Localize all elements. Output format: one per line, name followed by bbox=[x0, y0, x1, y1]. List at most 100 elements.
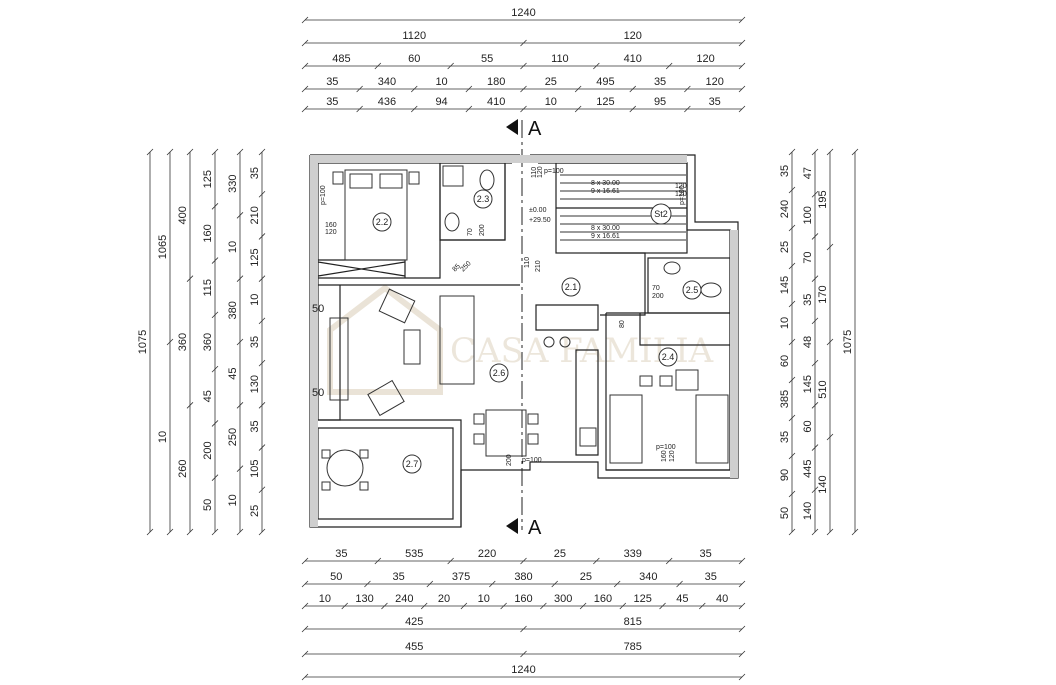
svg-text:±0.00: ±0.00 bbox=[529, 207, 547, 214]
cooktop-icon bbox=[543, 336, 555, 348]
svg-text:250: 250 bbox=[459, 260, 472, 273]
dimension-value: 95 bbox=[654, 96, 666, 108]
dimension-value: 380 bbox=[227, 301, 239, 319]
toilet-icon bbox=[479, 169, 495, 191]
dimension-value: 240 bbox=[779, 200, 791, 218]
dimension-value: 10 bbox=[319, 593, 331, 605]
svg-text:120: 120 bbox=[675, 183, 687, 190]
dimension-value: 210 bbox=[249, 206, 261, 224]
room-2-2: 2.2 bbox=[372, 212, 392, 232]
svg-text:St2: St2 bbox=[654, 209, 668, 219]
svg-text:50: 50 bbox=[312, 303, 324, 315]
dimension-value: 60 bbox=[802, 420, 814, 432]
dimension-value: 510 bbox=[817, 380, 829, 398]
dimension-value: 45 bbox=[202, 390, 214, 402]
svg-text:p=100: p=100 bbox=[656, 444, 676, 451]
svg-text:A: A bbox=[528, 118, 542, 140]
dimension-value: 200 bbox=[202, 441, 214, 459]
svg-text:p=100: p=100 bbox=[544, 168, 564, 175]
dimension-value: 130 bbox=[355, 593, 373, 605]
dimension-value: 445 bbox=[802, 459, 814, 477]
furniture bbox=[321, 165, 729, 491]
dimension-value: 10 bbox=[157, 431, 169, 443]
dimension-value: 410 bbox=[624, 53, 642, 65]
dimension-value: 145 bbox=[802, 375, 814, 393]
dimension-value: 50 bbox=[330, 571, 342, 583]
dimension-value: 180 bbox=[487, 76, 505, 88]
dimension-value: 360 bbox=[177, 333, 189, 351]
dimension-value: 35 bbox=[249, 336, 261, 348]
dimension-value: 25 bbox=[545, 76, 557, 88]
dimension-value: 35 bbox=[249, 167, 261, 179]
dimension-value: 140 bbox=[817, 475, 829, 493]
svg-text:120: 120 bbox=[325, 229, 337, 236]
dimension-value: 815 bbox=[624, 616, 642, 628]
section-marker-top: A bbox=[506, 118, 542, 140]
dimension-value: 40 bbox=[716, 593, 728, 605]
svg-text:70: 70 bbox=[652, 285, 660, 292]
dimension-value: 45 bbox=[227, 368, 239, 380]
dimension-value: 410 bbox=[487, 96, 505, 108]
dimension-value: 300 bbox=[554, 593, 572, 605]
dimension-value: 35 bbox=[779, 165, 791, 177]
svg-text:120: 120 bbox=[537, 166, 544, 178]
dimension-value: 60 bbox=[408, 53, 420, 65]
dimension-value: 35 bbox=[326, 76, 338, 88]
dimension-row: 1240 bbox=[301, 664, 746, 681]
dimension-value: 25 bbox=[249, 505, 261, 517]
dimension-value: 160 bbox=[514, 593, 532, 605]
sofa-icon bbox=[439, 295, 475, 385]
dimension-value: 35 bbox=[802, 294, 814, 306]
svg-text:2.3: 2.3 bbox=[477, 194, 490, 204]
dimension-value: 105 bbox=[249, 459, 261, 477]
svg-text:120: 120 bbox=[669, 450, 676, 462]
dimension-value: 10 bbox=[227, 494, 239, 506]
svg-text:9 x 16.61: 9 x 16.61 bbox=[591, 188, 620, 195]
sink-icon bbox=[442, 165, 464, 187]
svg-text:110: 110 bbox=[531, 167, 538, 178]
dimension-value: 400 bbox=[177, 206, 189, 224]
dimension-value: 340 bbox=[378, 76, 396, 88]
dimension-value: 160 bbox=[202, 224, 214, 242]
svg-text:8 x 30.00: 8 x 30.00 bbox=[591, 180, 620, 187]
dimension-value: 10 bbox=[545, 96, 557, 108]
dimension-value: 495 bbox=[596, 76, 614, 88]
dimension-value: 170 bbox=[817, 285, 829, 303]
svg-text:+29.50: +29.50 bbox=[529, 217, 551, 224]
svg-text:50: 50 bbox=[312, 387, 324, 399]
dimension-value: 125 bbox=[202, 170, 214, 188]
svg-text:2.2: 2.2 bbox=[376, 217, 389, 227]
dimension-value: 60 bbox=[779, 355, 791, 367]
svg-text:2.7: 2.7 bbox=[406, 459, 419, 469]
dimension-value: 195 bbox=[817, 190, 829, 208]
dimension-value: 70 bbox=[802, 251, 814, 263]
svg-text:2.6: 2.6 bbox=[493, 368, 506, 378]
dimension-value: 120 bbox=[624, 30, 642, 42]
svg-text:85: 85 bbox=[451, 263, 462, 274]
svg-text:80: 80 bbox=[619, 320, 626, 328]
svg-text:p=100: p=100 bbox=[320, 185, 327, 205]
dimension-value: 35 bbox=[699, 548, 711, 560]
svg-text:p=100: p=100 bbox=[679, 185, 686, 205]
dimension-value: 340 bbox=[639, 571, 657, 583]
svg-text:8 x 30.00: 8 x 30.00 bbox=[591, 225, 620, 232]
svg-text:2.1: 2.1 bbox=[565, 282, 578, 292]
dimension-column: 195 170 510 140 bbox=[817, 148, 834, 536]
dimension-value: 35 bbox=[654, 76, 666, 88]
dimension-value: 785 bbox=[624, 641, 642, 653]
dimension-value: 10 bbox=[249, 294, 261, 306]
svg-text:160: 160 bbox=[325, 222, 337, 229]
dimension-value: 25 bbox=[554, 548, 566, 560]
svg-text:A: A bbox=[528, 517, 542, 539]
room-2-3: 2.3 bbox=[473, 189, 493, 209]
dimension-value: 94 bbox=[435, 96, 447, 108]
